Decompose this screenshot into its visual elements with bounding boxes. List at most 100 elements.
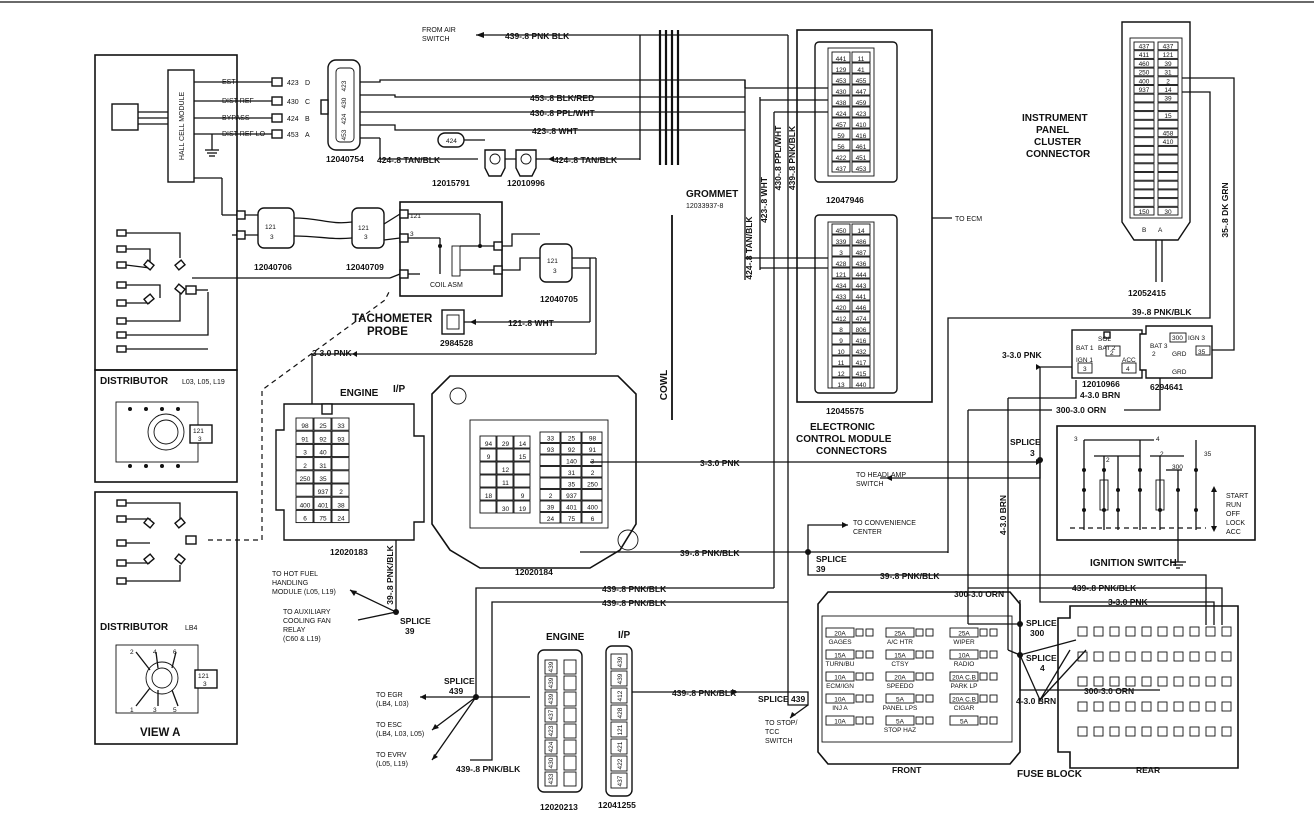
ip-right-pin: 39 [547, 505, 555, 512]
splice-39-right-1: SPLICE [816, 554, 847, 564]
fuse [885, 693, 915, 704]
wire-423: 423-.8 WHT [532, 126, 579, 136]
fuse-amp: 5A [896, 719, 905, 726]
connector-12040706-left: 121 3 [236, 207, 353, 249]
ip-right-cell [560, 466, 582, 478]
ip-right-pin: 35 [568, 482, 576, 489]
conn-12045575-label: 12045575 [826, 406, 864, 416]
bottom-engine-cell [544, 675, 558, 691]
distributor-top-body: 121 3 [115, 401, 213, 468]
connector-12040705: 121 3 [502, 233, 597, 354]
ecm-top-right-cell [851, 150, 871, 162]
ip-right-cell [539, 443, 561, 455]
to-ecm-label: TO ECM [955, 216, 982, 223]
rear-terminal [1141, 651, 1152, 662]
rear-terminal [1157, 701, 1168, 712]
engine-pin: 91 [301, 436, 309, 443]
rear-terminal [1189, 626, 1200, 637]
ecm-top-left-cell [831, 73, 851, 85]
svg-text:4: 4 [1156, 436, 1160, 443]
rear-terminal [1125, 701, 1136, 712]
fuse [825, 671, 855, 682]
ecm-bottom-left-pin: 420 [836, 305, 847, 312]
fuse-amp: 25A [894, 631, 906, 638]
bottom-engine-cell [544, 659, 558, 675]
bottom-engine-cell [563, 739, 577, 755]
engine-pin: 75 [319, 516, 327, 523]
ecm-bottom-right-cell [851, 377, 871, 389]
svg-text:121: 121 [547, 258, 558, 265]
conn-12041255-label: 12041255 [598, 800, 636, 810]
fuse-name: INJ A [832, 705, 848, 712]
wire-439-top: 439-.8 PNK BLK [505, 31, 570, 41]
fuse-socket [979, 628, 988, 637]
fuse-name: PANEL LPS [883, 705, 918, 712]
ecm-top-left-pin: 438 [836, 100, 847, 107]
bottom-engine-cell [544, 739, 558, 755]
ipc-left-cell [1133, 154, 1155, 164]
svg-text:2: 2 [1110, 350, 1114, 357]
ipc-right-pin: 437 [1163, 44, 1174, 51]
engine-pin: 6 [303, 516, 307, 523]
ecm-bottom-left-cell [831, 311, 851, 323]
ip-left-cell [479, 461, 497, 475]
ip-right-cell [581, 477, 603, 489]
wire-39-mid: 39-.8 PNK/BLK [680, 548, 740, 558]
fuse-name: ECM/IGN [826, 683, 854, 690]
wire-39-c-b: 439-.8 PNK/BLK [1072, 583, 1137, 593]
pin-a: A [305, 132, 310, 139]
wire-3-pnk-mid: 3-3.0 PNK [700, 458, 741, 468]
ipc-right-pin: 458 [1163, 131, 1174, 138]
to-hot-fuel-3: MODULE (L05, L19) [272, 589, 336, 596]
coil-asm: 121 3 [383, 201, 503, 297]
ip-left-cell [513, 461, 531, 475]
ip-right-cell [560, 454, 582, 466]
wire-121-wht: 121-.8 WHT [508, 318, 555, 328]
to-evrv-2: (L05, L19) [376, 761, 408, 768]
ecm-top-right-cell [851, 139, 871, 151]
fuse [885, 649, 915, 660]
ecm-top-left-cell [831, 106, 851, 118]
ipc-right-cell [1157, 137, 1179, 146]
wire-4-brn-low: 4-3.0 BRN [1016, 696, 1056, 706]
rear-terminal [1189, 726, 1200, 737]
svg-text:121: 121 [198, 673, 209, 680]
ecm-bottom-right-pin: 436 [856, 261, 867, 268]
svg-text:35: 35 [1204, 451, 1212, 458]
ipc-right-cell [1157, 172, 1179, 181]
fuse-block-label: FUSE BLOCK [1017, 769, 1083, 780]
svg-text:424: 424 [446, 138, 457, 145]
engine-cell [313, 470, 332, 484]
ip-right-cell [581, 431, 603, 443]
svg-text:3: 3 [1074, 436, 1078, 443]
tachometer-probe [441, 309, 590, 335]
ecm-top-right-cell [851, 128, 871, 140]
fuse-socket [925, 716, 934, 725]
engine-pin: 937 [318, 489, 329, 496]
distributor-bottom-frame [94, 491, 238, 745]
engine-pin: 401 [318, 502, 329, 509]
ipc-left-cell [1133, 41, 1155, 51]
ecm-bottom-left-cell [831, 289, 851, 301]
ipc-left-cell [1133, 85, 1155, 94]
splice-300-1: SPLICE [1026, 618, 1057, 628]
conn-12040705-label: 12040705 [540, 294, 578, 304]
engine-cell [313, 483, 332, 497]
ip-left-pin: 9 [521, 493, 525, 500]
ecm-bottom-right-pin: 444 [856, 272, 867, 279]
bottom-engine-cell [563, 659, 577, 675]
bottom-engine-pin: 424 [548, 741, 555, 752]
wire-439-b: 439-.8 PNK/BLK [602, 598, 667, 608]
pin-430-label: 430 [287, 99, 299, 106]
rear-terminal [1205, 626, 1216, 637]
ipc-left-cell [1133, 206, 1155, 216]
wire-430: 430-.8 PPL/WHT [530, 108, 596, 118]
ip-left-cell [496, 487, 514, 501]
bottom-engine-cell [544, 707, 558, 723]
wire-423-vert: 423-.8 WHT [759, 176, 769, 223]
wire-39-c: 39-.8 PNK/BLK [880, 571, 940, 581]
bottom-engine-cell [544, 771, 558, 787]
svg-text:430: 430 [341, 97, 348, 108]
ip-right-cell [539, 431, 561, 443]
